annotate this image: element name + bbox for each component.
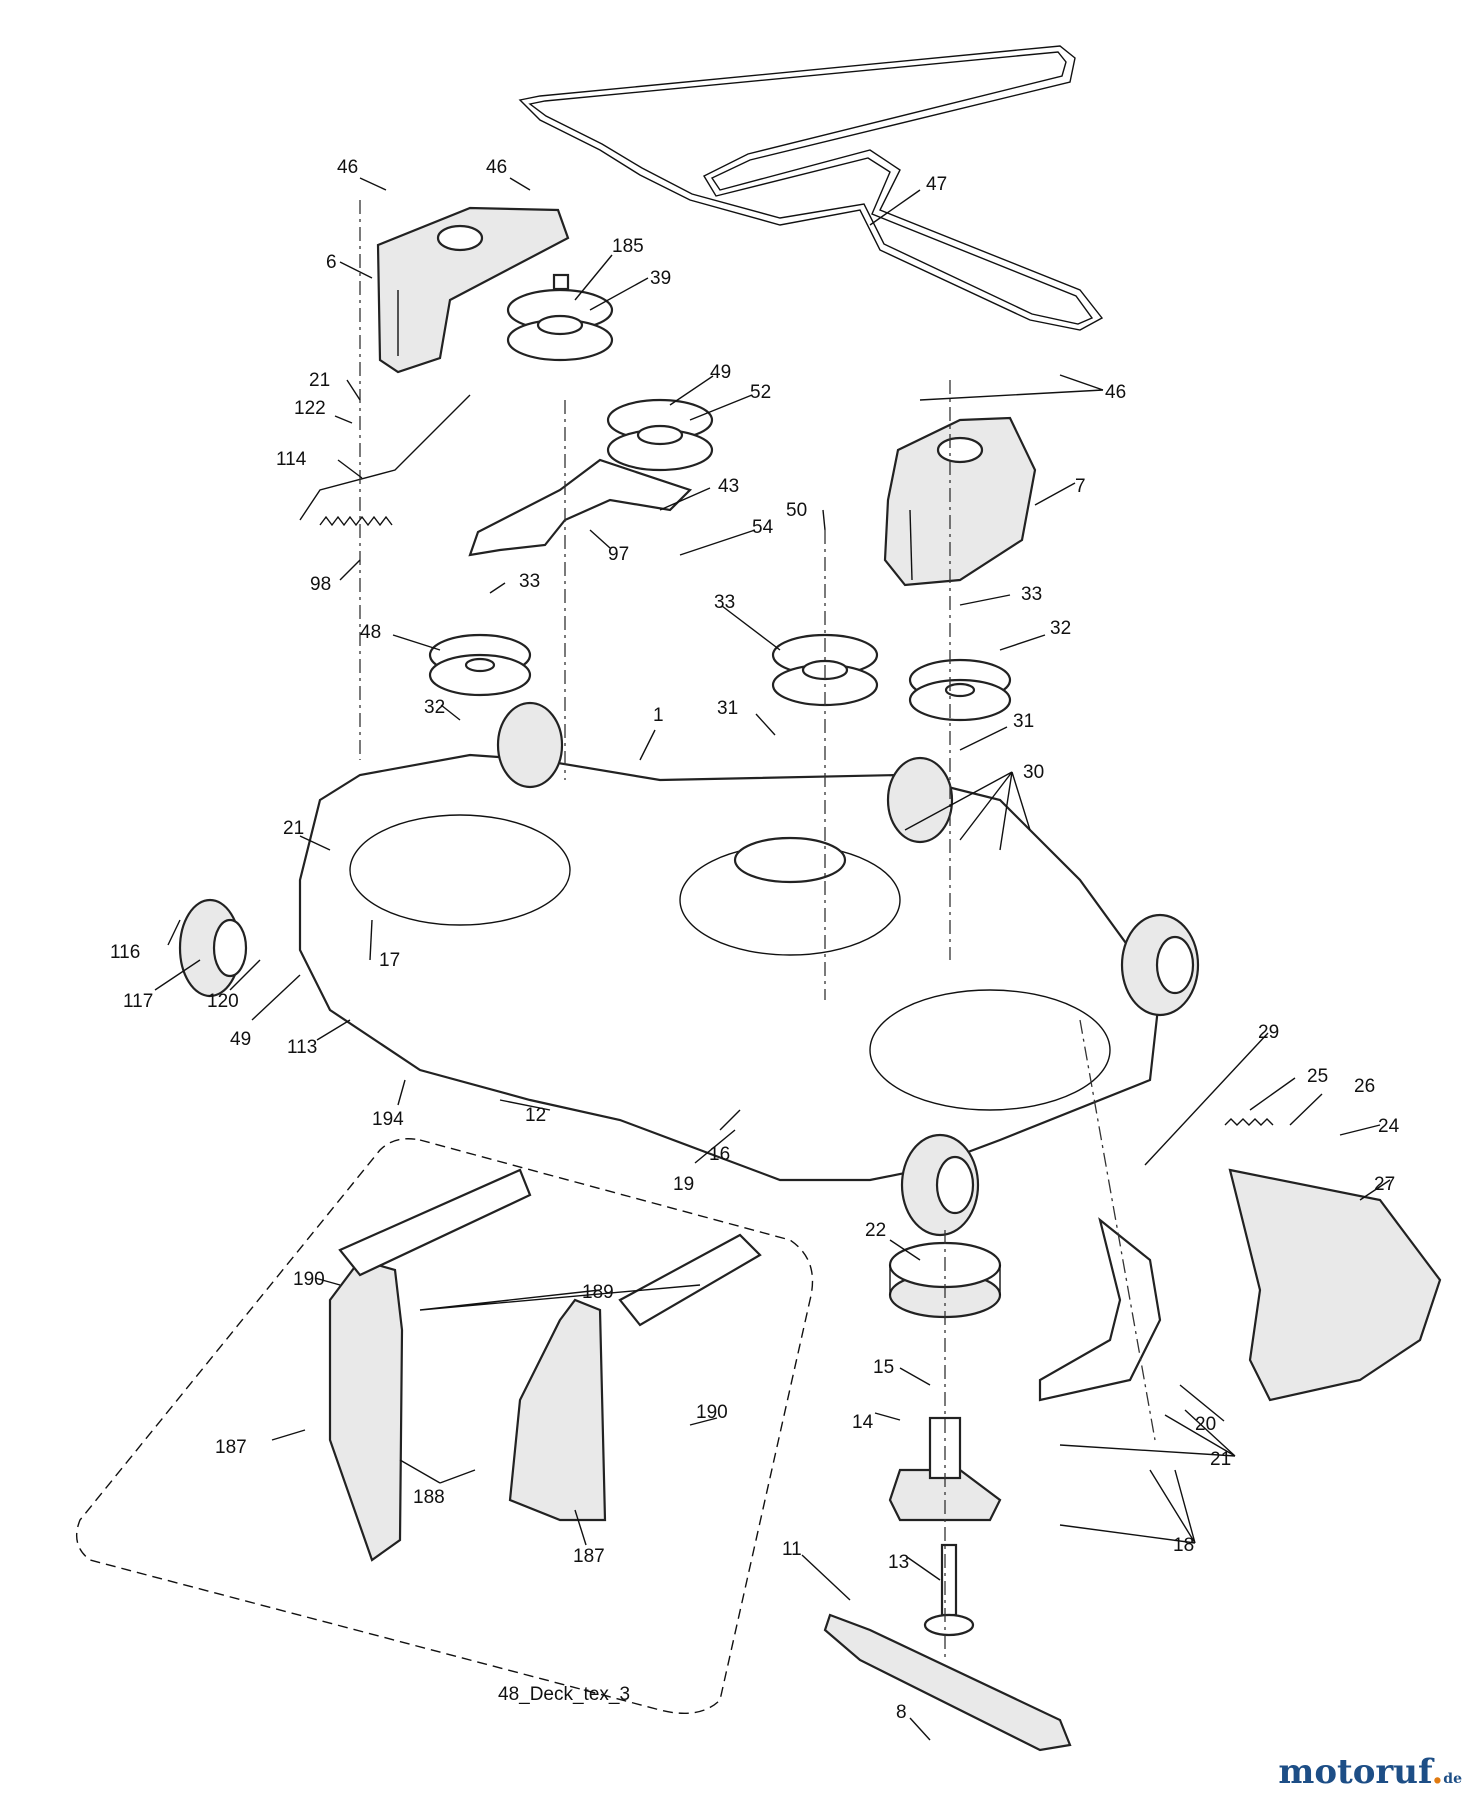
watermark-name: motoruf [1278, 1752, 1432, 1792]
callout-120: 120 [207, 991, 239, 1012]
callout-190-right: 190 [696, 1402, 728, 1423]
callout-25: 25 [1307, 1066, 1328, 1087]
callout-21-bottom: 21 [1210, 1449, 1231, 1470]
callout-188: 188 [413, 1487, 445, 1508]
callout-11: 11 [782, 1539, 802, 1560]
idler-arm-43 [468, 458, 693, 557]
spindle-pulley-right [908, 658, 1012, 722]
watermark-suffix: de [1443, 1771, 1462, 1787]
gauge-wheel-back-right [886, 756, 954, 844]
spindle-pulley-left [428, 633, 532, 697]
callout-49-left: 49 [230, 1029, 251, 1050]
gauge-wheel-front [900, 1133, 980, 1237]
callout-33-right: 33 [1021, 584, 1042, 605]
callout-97: 97 [608, 544, 629, 565]
assembly-centerlines [359, 200, 1156, 1660]
idler-rod-114 [299, 394, 471, 521]
callout-24: 24 [1378, 1116, 1400, 1137]
callout-29: 29 [1258, 1022, 1279, 1043]
callout-47: 47 [926, 174, 947, 195]
callout-43: 43 [718, 476, 739, 497]
gauge-wheel-right [1120, 913, 1200, 1017]
callout-17: 17 [379, 950, 400, 971]
drawing-caption: 48_Deck_tex_3 [498, 1684, 631, 1705]
callout-leaders [154, 177, 1391, 1741]
callout-32-right: 32 [1050, 618, 1071, 639]
callout-122: 122 [294, 398, 326, 419]
callout-21-top: 21 [309, 370, 330, 391]
callout-7: 7 [1075, 476, 1086, 497]
callout-8: 8 [896, 1702, 907, 1723]
callout-33-left: 33 [519, 571, 540, 592]
callout-27: 27 [1374, 1174, 1395, 1195]
callout-6: 6 [326, 252, 337, 273]
callout-46-left: 46 [337, 157, 358, 178]
drive-belt [518, 45, 1104, 331]
callout-189: 189 [582, 1282, 614, 1303]
callout-26: 26 [1354, 1076, 1375, 1097]
discharge-chute-27 [1228, 1168, 1442, 1402]
callout-187-left: 187 [215, 1437, 247, 1458]
idler-pulley-39 [506, 273, 614, 362]
deflector-20 [1038, 1217, 1162, 1402]
callout-15: 15 [873, 1357, 894, 1378]
callout-98: 98 [310, 574, 331, 595]
callout-48: 33 [714, 592, 735, 613]
callout-190-top: 190 [293, 1269, 325, 1290]
callout-46-center: 46 [486, 157, 507, 178]
callout-114: 114 [276, 449, 307, 470]
callout-54: 54 [752, 517, 774, 538]
callout-185: 185 [612, 236, 644, 257]
callout-116: 116 [110, 942, 140, 963]
hanger-bracket-inset [76, 1138, 814, 1715]
callout-13: 13 [888, 1552, 909, 1573]
callout-187-right: 187 [573, 1546, 605, 1567]
idler-pulley-52 [606, 398, 714, 472]
callout-20: 20 [1195, 1414, 1216, 1435]
callout-18: 18 [1173, 1535, 1194, 1556]
belt-cover-left [376, 206, 570, 374]
spring-25 [1224, 1118, 1274, 1126]
watermark-logo: motoruf.de [1278, 1752, 1462, 1792]
belt-cover-right [883, 416, 1037, 587]
callout-labels: 46 46 46 6 185 39 47 21 122 49 52 114 43… [110, 157, 1400, 1723]
callout-12: 12 [525, 1105, 546, 1126]
callout-50: 50 [786, 500, 807, 521]
callout-46-right: 46 [1105, 382, 1126, 403]
gauge-wheel-back-left [496, 701, 564, 789]
callout-22: 22 [865, 1220, 886, 1241]
callout-14: 14 [852, 1412, 874, 1433]
callout-19: 19 [673, 1174, 694, 1195]
callout-31-left: 32 [424, 697, 445, 718]
callout-33-center: 31 [717, 698, 738, 719]
callout-1: 1 [653, 705, 664, 726]
callout-32-left: 48 [360, 622, 381, 643]
mower-deck-housing [298, 753, 1162, 1182]
callout-194: 194 [372, 1109, 404, 1130]
callout-21-mid: 21 [283, 818, 304, 839]
watermark-dot: . [1431, 1752, 1444, 1792]
spring-98 [319, 515, 393, 527]
callout-117: 117 [123, 991, 153, 1012]
callout-31-right: 31 [1013, 711, 1034, 732]
gauge-wheel-left [178, 898, 248, 998]
spindle-shaft-13 [923, 1543, 975, 1637]
callout-16: 16 [709, 1144, 730, 1165]
blade-11 [823, 1613, 1072, 1752]
callout-30: 30 [1023, 762, 1044, 783]
callout-52: 52 [750, 382, 771, 403]
callout-49-top: 49 [710, 362, 731, 383]
callout-113: 113 [287, 1037, 317, 1058]
callout-39: 39 [650, 268, 671, 289]
